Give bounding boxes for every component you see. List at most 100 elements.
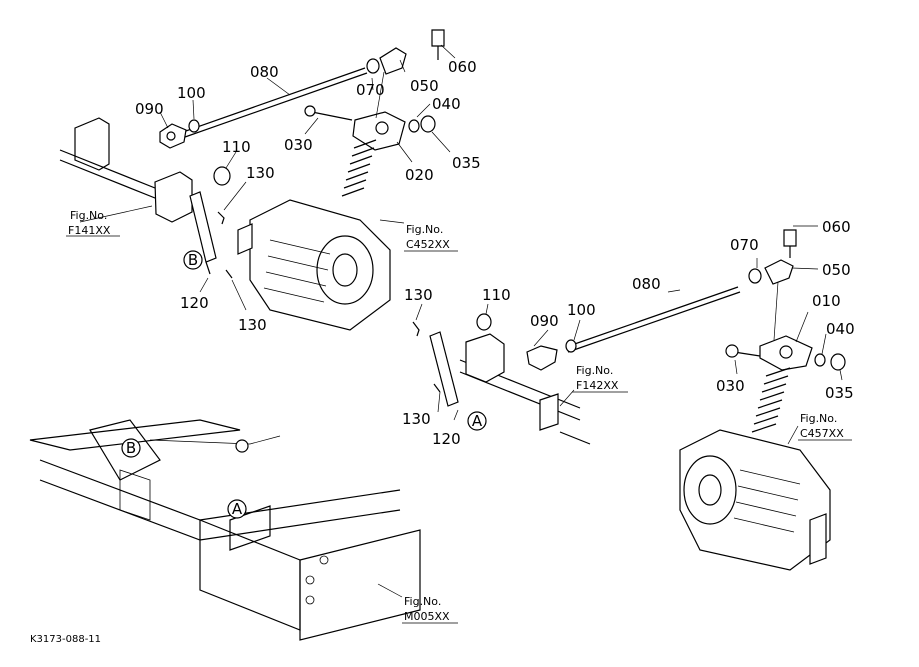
- marker-a-right: A: [472, 412, 483, 430]
- nut-035-right: [830, 353, 846, 371]
- callout-130-center-bottom: 130: [402, 410, 431, 428]
- callout-030-left: 030: [284, 136, 313, 154]
- spring-left: [341, 139, 377, 197]
- marker-b-upper-circle: [183, 250, 203, 270]
- callout-130-center-top: 130: [404, 286, 433, 304]
- fig-ref-c457-code: C457XX: [800, 427, 844, 440]
- bolt-030-left: [311, 111, 353, 121]
- right-assembly: [412, 229, 846, 571]
- callout-labels: 080 060 090 100 070 050 040 030 110 130 …: [135, 58, 855, 448]
- fig-ref-c452-code: C452XX: [406, 238, 450, 251]
- bolt-060-left-head: [431, 29, 445, 47]
- fig-ref-f141-label: Fig.No.: [70, 209, 107, 222]
- damper-120-left: [189, 191, 217, 263]
- callout-050-left: 050: [410, 77, 439, 95]
- callout-060-left: 060: [448, 58, 477, 76]
- clip-130-left-bottom: [225, 269, 233, 279]
- marker-b-frame: B: [126, 439, 136, 457]
- fig-ref-m005-code: M005XX: [404, 610, 450, 623]
- nut-110-left: [213, 166, 231, 186]
- bolt-060-right-head: [783, 229, 797, 247]
- pivot-plate-left: [154, 171, 193, 223]
- ball-joint-050-right: [764, 259, 794, 285]
- callout-080-left: 080: [250, 63, 279, 81]
- leader-050-down: [375, 71, 385, 119]
- leader-050-right-down: [773, 281, 779, 341]
- transmission-c457-tab: [809, 513, 827, 565]
- marker-a-right-circle: [467, 411, 487, 431]
- leader-lines: [79, 44, 843, 598]
- nut-100-right: [565, 339, 577, 353]
- figure-ref-underlines: [66, 235, 852, 624]
- callout-035-left: 035: [452, 154, 481, 172]
- washer-040-right: [814, 353, 826, 367]
- callout-090-right: 090: [530, 312, 559, 330]
- fig-ref-f141-code: F141XX: [68, 224, 111, 237]
- frame-hole-3: [319, 555, 329, 565]
- clip-130-center-top: [412, 321, 420, 337]
- frame-side-plate: [199, 519, 301, 631]
- callout-035-right: 035: [825, 384, 854, 402]
- callout-070-left: 070: [356, 81, 385, 99]
- frame-gusset: [119, 469, 151, 521]
- pivot-plate-center: [465, 333, 505, 383]
- rod-080-left-edge: [184, 72, 368, 138]
- ball-joint-050-left: [379, 47, 407, 75]
- damper-120-left-rod: [205, 261, 211, 275]
- rod-080-right-edge: [567, 291, 741, 353]
- transmission-c452-fins: [263, 239, 331, 303]
- upper-left-assembly: [59, 29, 445, 331]
- transmission-c457-hub: [698, 474, 722, 506]
- clip-130-center-bottom: [433, 383, 441, 393]
- frame-hole-2: [305, 595, 315, 605]
- rod-end-090-right: [526, 345, 558, 371]
- transmission-c452-hub: [332, 253, 358, 287]
- callout-040-left: 040: [432, 95, 461, 113]
- marker-b-frame-circle: [121, 438, 141, 458]
- circled-markers: B A B A: [121, 250, 487, 519]
- frame-cable: [149, 435, 281, 445]
- marker-a-frame-circle: [227, 499, 247, 519]
- callout-020: 020: [405, 166, 434, 184]
- bolt-030-right-head: [725, 344, 739, 358]
- fig-ref-f142-label: Fig.No.: [576, 364, 613, 377]
- callout-040-right: 040: [826, 320, 855, 338]
- callout-090-left: 090: [135, 100, 164, 118]
- damper-120-right: [429, 331, 459, 407]
- transmission-c452-tab: [237, 223, 253, 255]
- callout-100-left: 100: [177, 84, 206, 102]
- lever-020-hub: [375, 121, 389, 135]
- nut-110-right: [476, 313, 492, 331]
- bolt-030-left-head: [304, 105, 316, 117]
- callout-110-left: 110: [222, 138, 251, 156]
- bracket-center: [539, 393, 559, 431]
- frame-top-plate: [29, 419, 241, 451]
- washer-040-left: [408, 119, 420, 133]
- spring-right: [751, 367, 791, 433]
- drawing-code: K3173-088-11: [30, 634, 101, 645]
- callout-130-left-top: 130: [246, 164, 275, 182]
- marker-b-upper: B: [188, 251, 198, 269]
- figure-references: Fig.No. F141XX Fig.No. C452XX Fig.No. F1…: [68, 209, 844, 623]
- fig-ref-m005-label: Fig.No.: [404, 595, 441, 608]
- lower-left-frame: [29, 419, 421, 641]
- shaft-center: [559, 431, 591, 445]
- fig-ref-c457-label: Fig.No.: [800, 412, 837, 425]
- nut-070-right: [748, 268, 762, 284]
- frame-bar-left: [59, 149, 161, 201]
- callout-130-left-bottom: 130: [238, 316, 267, 334]
- callout-080-right: 080: [632, 275, 661, 293]
- rod-end-090-hole: [166, 131, 176, 141]
- frame-bracket-b: [89, 419, 161, 481]
- nut-100-left: [188, 119, 200, 133]
- frame-hole-1: [305, 575, 315, 585]
- callout-110-right: 110: [482, 286, 511, 304]
- rod-080-right: [565, 286, 739, 348]
- frame-bracket-a: [229, 505, 271, 551]
- bracket-left: [74, 117, 110, 171]
- callout-070-right: 070: [730, 236, 759, 254]
- marker-a-frame: A: [232, 500, 243, 518]
- callout-010: 010: [812, 292, 841, 310]
- callout-050-right: 050: [822, 261, 851, 279]
